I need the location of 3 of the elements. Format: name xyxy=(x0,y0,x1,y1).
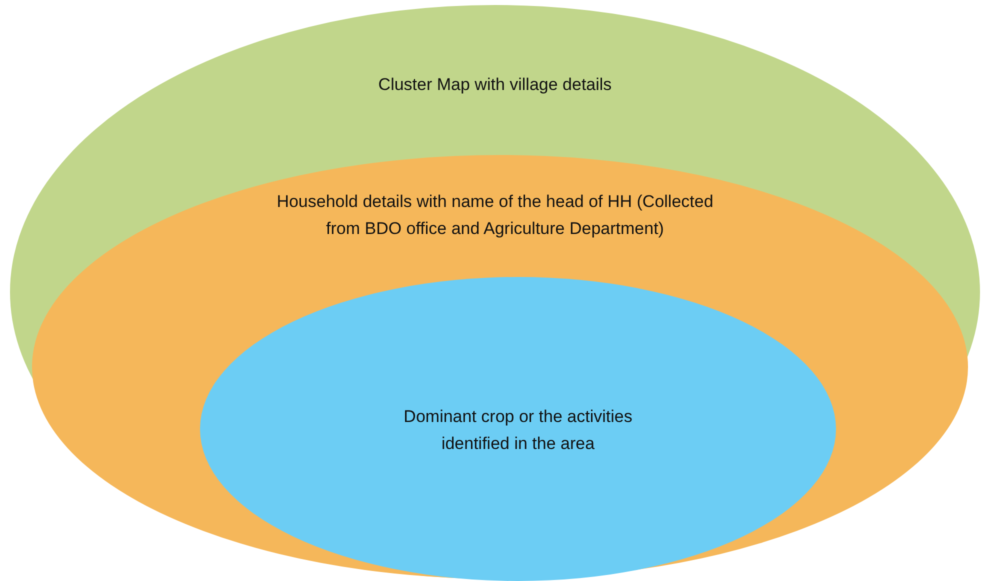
node-label: Household details with name of the head of HH (Collected from BDO office and Agriculture Department) xyxy=(276,191,714,240)
node-label: Dominant crop or the activities identified in the area xyxy=(402,406,634,455)
node-label: Cluster Map with village details xyxy=(377,74,613,96)
